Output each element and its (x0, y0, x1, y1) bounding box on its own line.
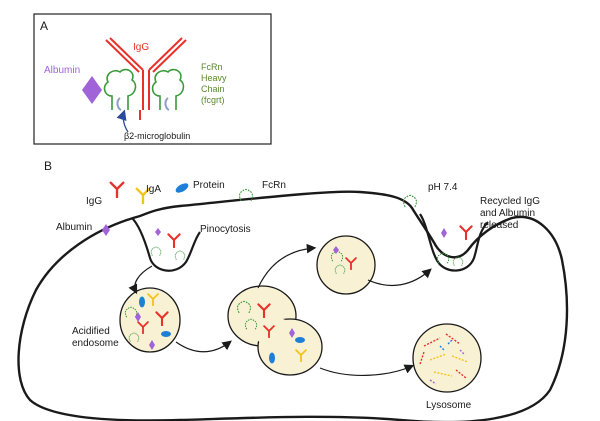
cell-membrane (17, 190, 569, 421)
igg-label-a: IgG (133, 42, 149, 53)
fcrn-label-a: FcRn Heavy Chain (fcgrt) (201, 62, 227, 105)
acidified-endosome (119, 287, 181, 353)
b2m-label: β2-microglobulin (124, 131, 190, 141)
igg-molecule-a (105, 37, 187, 120)
albumin-icon-endosome (149, 340, 155, 350)
recycling-vesicle (316, 235, 376, 295)
recycled-label-line: and Albumin (480, 208, 535, 219)
igg-icon-released (459, 225, 473, 240)
endosome-label-line: endosome (72, 338, 119, 349)
b2m-right (164, 97, 170, 111)
arrow-pit-to-endosome (128, 265, 153, 295)
b2m-left (116, 97, 122, 111)
fcrn-icon-pit (150, 246, 162, 257)
albumin-icon-released (441, 228, 447, 238)
b2m-pointer-arrow (116, 109, 129, 133)
arrow-endosome-to-sorting (175, 340, 232, 353)
fcrn-icon-release (452, 256, 464, 267)
panel-a: A IgG Albumin FcRn Heavy Chain (fcgrt) (33, 13, 272, 145)
endosome-label-line: Acidified (72, 326, 110, 337)
fcrn-label-b: FcRn (262, 180, 286, 191)
igg-label-b: IgG (86, 196, 102, 207)
albumin-shape-a (82, 76, 102, 104)
fcrn-icon-pit (174, 250, 186, 261)
arrow-sorting-to-recycling (257, 243, 317, 289)
sorting-endosome-fill (253, 318, 297, 346)
protein-icon-extracellular (175, 183, 189, 193)
panel-a-frame (33, 13, 272, 145)
protein-icon-endosome (161, 331, 171, 337)
lysosome (412, 323, 482, 393)
iga-label-b: IgA (146, 184, 161, 195)
albumin-icon-pit (155, 228, 161, 236)
panel-b: B IgG IgA Protein F (17, 159, 569, 421)
fcrn-left-a (103, 68, 137, 110)
albumin-label-a: Albumin (44, 65, 80, 76)
fcrn-label-line: (fcgrt) (201, 95, 225, 105)
release-pit (419, 213, 489, 272)
albumin-label-b: Albumin (56, 222, 92, 233)
fcrn-label-line: Chain (201, 84, 225, 94)
albumin-icon-endosome (135, 312, 141, 322)
ph-label: pH 7.4 (428, 182, 458, 193)
protein-icon-endosome (139, 296, 145, 308)
degraded-fragments (419, 333, 469, 385)
fcrn-label-line: FcRn (201, 62, 223, 72)
fcrn-label-line: Heavy (201, 73, 227, 83)
panel-b-letter: B (44, 159, 52, 173)
albumin-icon-recycling (333, 246, 339, 254)
fcrn-right-a (151, 68, 185, 110)
pinocytosis-label: Pinocytosis (200, 224, 251, 235)
panel-a-letter: A (40, 19, 48, 33)
recycled-label-line: Recycled IgG (480, 196, 540, 207)
protein-label-b: Protein (193, 180, 225, 191)
arrow-sorting-to-lysosome (319, 364, 415, 376)
pinocytosis-pit (131, 217, 201, 272)
igg-icon-pit (167, 233, 181, 248)
lysosome-label: Lysosome (426, 400, 472, 411)
igg-icon-extracellular (109, 181, 125, 198)
protein-icon-sorting (295, 337, 305, 343)
protein-icon-sorting (269, 352, 275, 364)
albumin-icon-sorting (289, 328, 295, 338)
arrow-recycling-to-release (367, 268, 432, 287)
recycled-label-line: released (480, 220, 518, 231)
albumin-icon-extracellular (102, 224, 110, 236)
